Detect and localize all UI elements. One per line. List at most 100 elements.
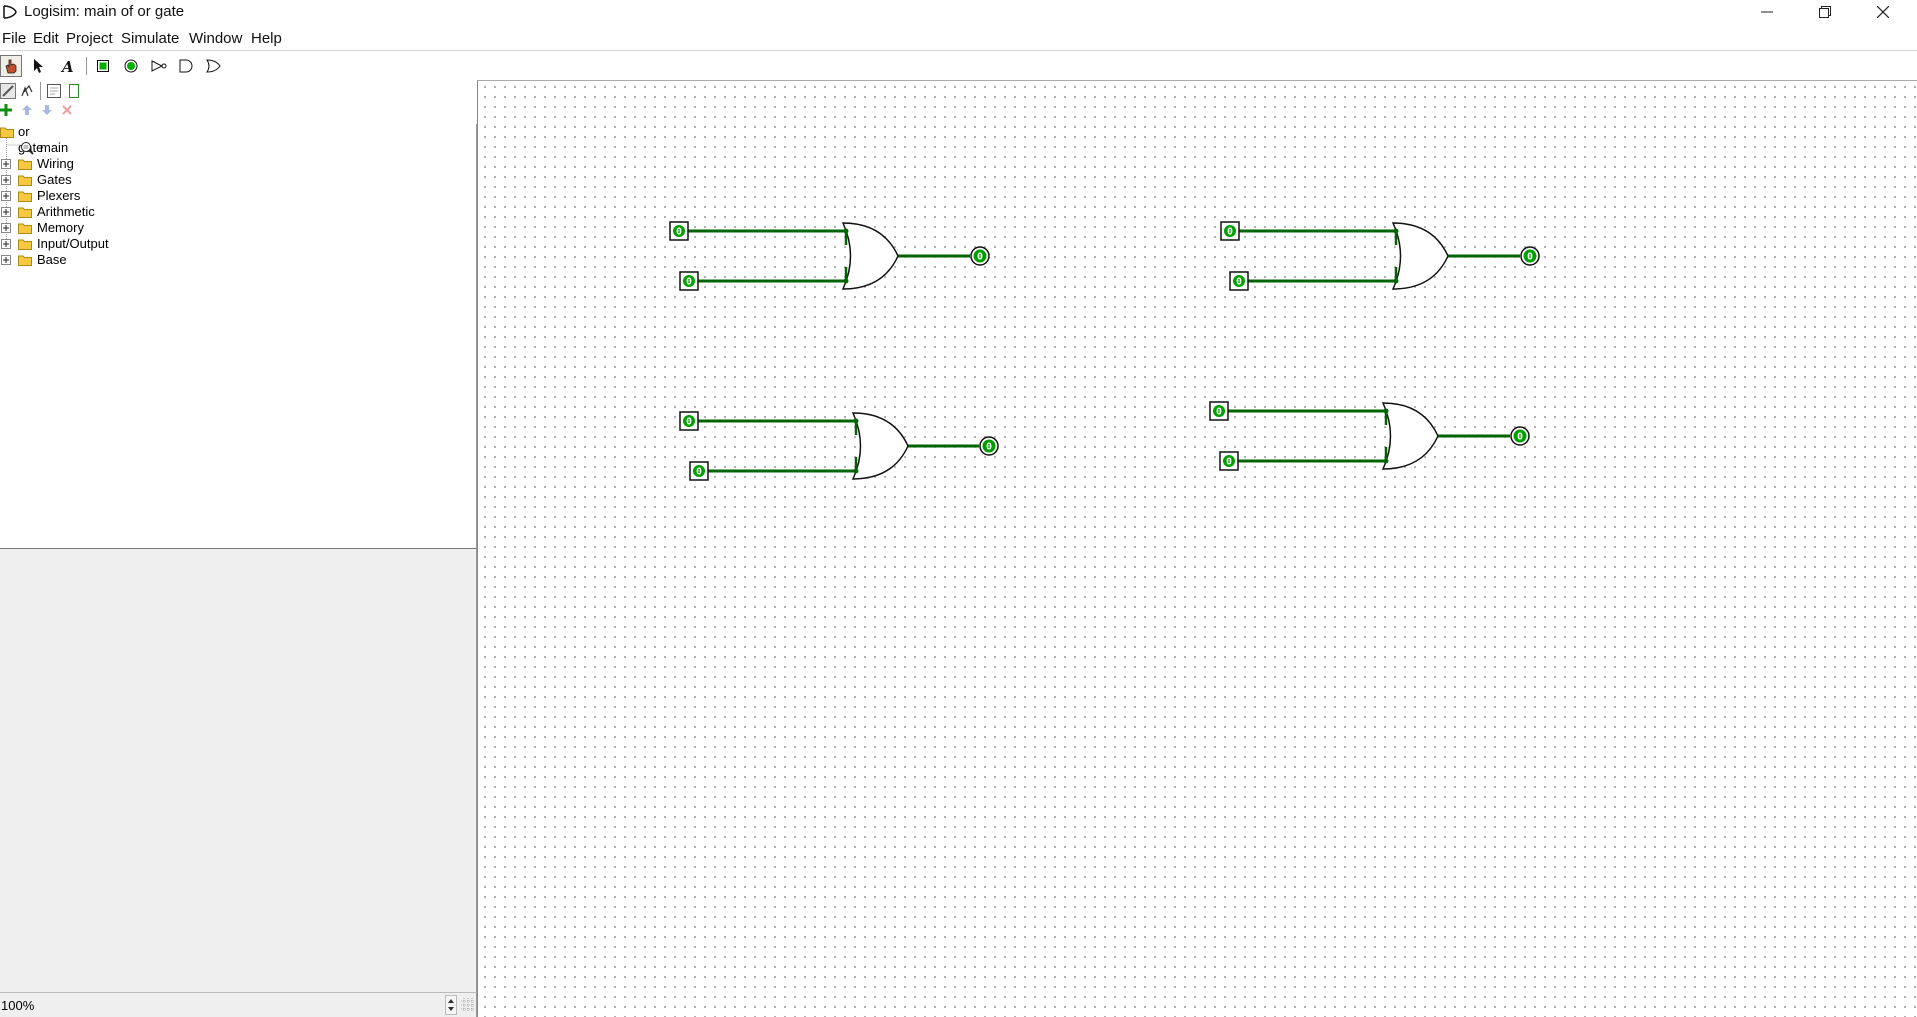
- minimize-button[interactable]: [1738, 0, 1796, 24]
- tree-library-label: Wiring: [37, 156, 74, 171]
- view-toolbar-separator: [40, 82, 41, 100]
- folder-icon: [18, 223, 32, 234]
- tree-library-label: Plexers: [37, 188, 81, 203]
- layout-view-icon: [47, 84, 61, 98]
- expand-plus-icon[interactable]: [1, 207, 11, 217]
- menu-bar: File Edit Project Simulate Window Help: [0, 26, 1917, 51]
- input-pin-value: 0: [1227, 227, 1233, 238]
- output-pin-tool-button[interactable]: [120, 55, 142, 77]
- folder-icon: [18, 255, 32, 266]
- output-pin-value: 0: [977, 252, 983, 263]
- connection-dot: [1383, 408, 1389, 414]
- folder-icon: [18, 239, 32, 250]
- attribute-table: [0, 549, 477, 992]
- select-tool-button[interactable]: [27, 55, 49, 77]
- menu-edit[interactable]: Edit: [33, 30, 59, 47]
- input-pin-tool-button[interactable]: [92, 55, 114, 77]
- expand-plus-icon[interactable]: [1, 239, 11, 249]
- tree-lines: [6, 132, 20, 249]
- minimize-icon: [1761, 11, 1773, 13]
- delete-circuit-icon[interactable]: [61, 104, 73, 116]
- expand-plus-icon[interactable]: [1, 223, 11, 233]
- menu-help[interactable]: Help: [251, 30, 282, 47]
- appearance-view-button[interactable]: [66, 83, 82, 99]
- zoom-spinner-arrows-icon: [448, 999, 454, 1011]
- input-pin-value: 0: [1216, 407, 1222, 418]
- or-gate-symbol: [1381, 402, 1439, 470]
- output-pin-value: 0: [1527, 252, 1533, 263]
- grid-toggle-icon[interactable]: [461, 998, 475, 1012]
- connection-dot: [1393, 228, 1399, 234]
- appearance-view-icon: [69, 84, 79, 98]
- folder-icon: [18, 191, 32, 202]
- connection-dot: [1393, 278, 1399, 284]
- output-pin-value: 0: [986, 442, 992, 453]
- menu-window[interactable]: Window: [189, 30, 243, 47]
- project-tree: or gate main WiringGatesPlexersArithmeti…: [0, 124, 477, 549]
- output-pin-icon: [124, 59, 138, 73]
- toolbox-view-button[interactable]: [0, 83, 16, 99]
- expand-plus-icon[interactable]: [1, 255, 11, 265]
- or-gate-symbol: [1391, 222, 1449, 290]
- zoom-bar: 100%: [0, 992, 477, 1017]
- simulation-tree-icon: [21, 84, 33, 97]
- layout-view-button[interactable]: [46, 83, 62, 99]
- output-pin-value-dot: [973, 249, 987, 263]
- input-pin-value-dot: [1223, 455, 1235, 467]
- close-button[interactable]: [1854, 0, 1912, 24]
- simulation-tree-button[interactable]: [19, 83, 35, 99]
- expand-plus-icon[interactable]: [1, 159, 11, 169]
- menu-simulate[interactable]: Simulate: [121, 30, 180, 47]
- or-gate-icon: [206, 59, 221, 73]
- window-title: Logisim: main of or gate: [24, 3, 185, 20]
- input-pin-value-dot: [683, 415, 695, 427]
- input-pin-value-dot: [693, 465, 705, 477]
- input-pin-value: 0: [686, 417, 692, 428]
- folder-open-icon: [0, 127, 14, 138]
- toolbox-view-icon: [2, 85, 14, 97]
- output-pin-value-dot: [982, 439, 996, 453]
- move-up-icon[interactable]: [21, 104, 33, 116]
- and-gate-icon: [179, 59, 193, 73]
- text-tool-button[interactable]: A: [57, 55, 79, 77]
- restore-button[interactable]: [1796, 0, 1854, 24]
- folder-icon: [18, 175, 32, 186]
- menu-project[interactable]: Project: [66, 30, 113, 47]
- or-gate-tool-button[interactable]: [202, 55, 224, 77]
- menu-file[interactable]: File: [2, 30, 27, 47]
- move-down-icon[interactable]: [41, 104, 53, 116]
- circuit-magnifier-icon: [21, 142, 34, 155]
- not-gate-tool-button[interactable]: [148, 55, 170, 77]
- folder-icon: [18, 159, 32, 170]
- zoom-spinner[interactable]: [445, 995, 457, 1015]
- input-pin-value: 0: [696, 467, 702, 478]
- hand-poke-icon: [5, 59, 17, 74]
- tree-library-label: Memory: [37, 220, 84, 235]
- and-gate-tool-button[interactable]: [175, 55, 197, 77]
- output-pin-value-dot: [1523, 249, 1537, 263]
- connection-dot: [843, 278, 849, 284]
- output-pin-value-dot: [1513, 429, 1527, 443]
- output-pin-value: 0: [1517, 432, 1523, 443]
- or-gate-symbol: [841, 222, 899, 290]
- tree-item-main-label: main: [40, 140, 69, 155]
- input-pin-value-dot: [1233, 275, 1245, 287]
- explorer-view-toolbar: [0, 82, 476, 100]
- connection-dot: [1383, 458, 1389, 464]
- folder-icon: [18, 207, 32, 218]
- explorer-panel: or gate main WiringGatesPlexersArithmeti…: [0, 82, 477, 1017]
- tree-library-label: Base: [37, 252, 67, 267]
- expand-plus-icon[interactable]: [1, 191, 11, 201]
- connection-dot: [853, 468, 859, 474]
- input-pin-value-dot: [1213, 405, 1225, 417]
- poke-tool-button[interactable]: [0, 55, 22, 77]
- add-circuit-icon[interactable]: [0, 104, 12, 116]
- project-toolbar: [0, 102, 476, 118]
- input-pin-value: 0: [1226, 457, 1232, 468]
- not-gate-icon: [151, 60, 167, 72]
- expand-plus-icon[interactable]: [1, 175, 11, 185]
- toolbar-separator: [86, 57, 87, 75]
- input-pin-value: 0: [676, 227, 682, 238]
